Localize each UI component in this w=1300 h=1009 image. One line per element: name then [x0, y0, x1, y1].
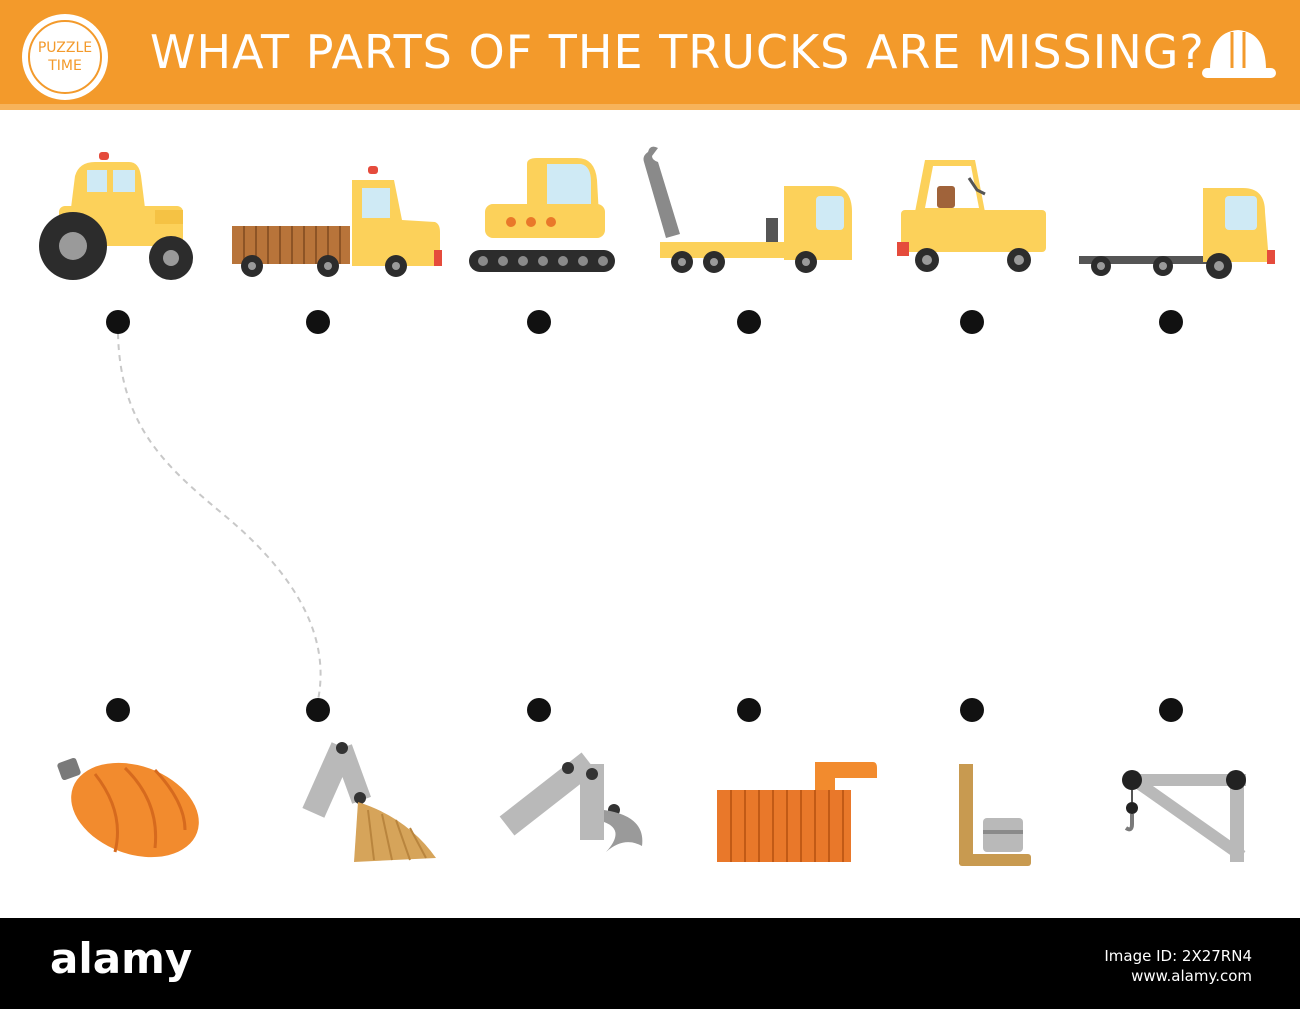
badge-line-2: TIME — [48, 58, 82, 74]
page-title: WHAT PARTS OF THE TRUCKS ARE MISSING? — [150, 25, 1205, 79]
crane-boom-icon[interactable] — [1118, 766, 1253, 866]
match-dot-top-3[interactable] — [527, 310, 551, 334]
match-dot-bottom-3[interactable] — [527, 698, 551, 722]
badge-line-1: PUZZLE — [37, 40, 93, 56]
header-bar — [0, 0, 1300, 104]
match-dot-top-1[interactable] — [106, 310, 130, 334]
forklift-icon[interactable] — [895, 152, 1050, 277]
match-dot-bottom-4[interactable] — [737, 698, 761, 722]
mixer-drum-icon[interactable] — [55, 752, 205, 862]
match-dot-top-5[interactable] — [960, 310, 984, 334]
crane-truck-icon[interactable] — [1075, 180, 1280, 280]
excavator-icon[interactable] — [467, 156, 617, 276]
fork-icon[interactable] — [955, 762, 1040, 872]
puzzle-time-badge: PUZZLE TIME — [22, 14, 108, 100]
tractor-icon[interactable] — [35, 148, 200, 283]
loader-bucket-icon[interactable] — [298, 740, 443, 865]
watermark-bar — [0, 918, 1300, 1009]
excavator-arm-icon[interactable] — [494, 752, 649, 862]
match-dot-bottom-5[interactable] — [960, 698, 984, 722]
badge-ring — [28, 20, 102, 94]
tow-truck-icon[interactable] — [640, 142, 860, 277]
match-dot-bottom-6[interactable] — [1159, 698, 1183, 722]
watermark-image-id: Image ID: 2X27RN4 — [1104, 947, 1252, 965]
match-line — [117, 332, 322, 701]
watermark-url: www.alamy.com — [1131, 967, 1252, 985]
match-dot-top-4[interactable] — [737, 310, 761, 334]
hard-hat-icon — [1202, 30, 1276, 78]
header-strip — [0, 104, 1300, 110]
match-dot-bottom-2[interactable] — [306, 698, 330, 722]
watermark-id: Image ID: 2X27RN4 www.alamy.com — [1104, 946, 1252, 986]
match-dot-top-6[interactable] — [1159, 310, 1183, 334]
dump-truck-icon[interactable] — [230, 160, 445, 280]
match-dot-bottom-1[interactable] — [106, 698, 130, 722]
watermark-logo: alamy — [50, 934, 193, 983]
match-dot-top-2[interactable] — [306, 310, 330, 334]
dump-body-icon[interactable] — [715, 760, 880, 865]
